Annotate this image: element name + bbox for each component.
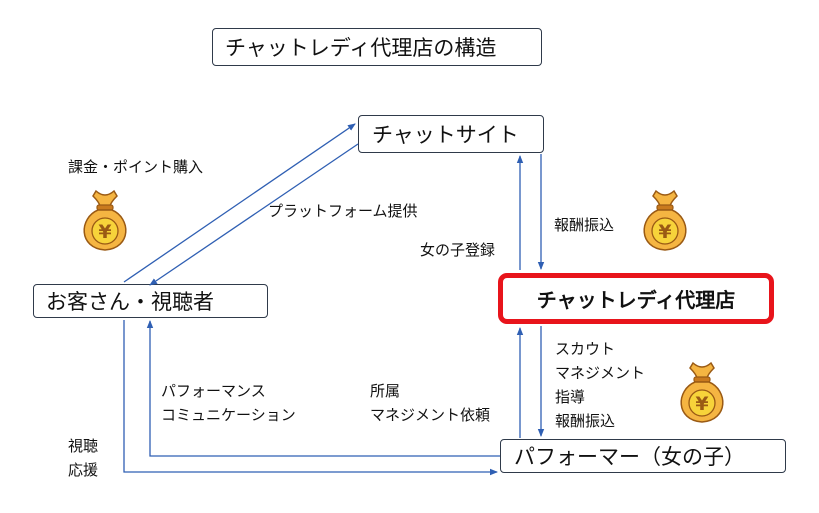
label-performance-line: パフォーマンス (161, 382, 266, 400)
node-chat-site-label: チャットサイト (372, 123, 519, 147)
label-viewing: 視聴 応援 (68, 434, 98, 482)
label-affiliation-line: 所属 (370, 382, 401, 400)
label-agency-services: スカウト マネジメント 指導 報酬振込 (555, 337, 645, 433)
yen-symbol: ¥ (98, 221, 111, 243)
label-performance: パフォーマンス コミュニケーション (161, 379, 296, 427)
arrow-performer-to-customer (146, 320, 500, 457)
label-reward-site: 報酬振込 (554, 216, 615, 234)
node-chat-site: チャットサイト (358, 115, 544, 153)
arrow-customer-to-performer (123, 320, 498, 476)
label-agency-services-line: スカウト (555, 340, 616, 358)
label-affiliation-line: マネジメント依頼 (370, 406, 491, 424)
label-performance-line: コミュニケーション (161, 406, 296, 424)
node-performer-label: パフォーマー（女の子） (514, 445, 745, 469)
yen-symbol: ¥ (695, 393, 708, 415)
node-customer: お客さん・視聴者 (33, 284, 268, 318)
node-agency: チャットレディ代理店 (498, 273, 774, 324)
money-bag-icon: ¥ (83, 189, 127, 251)
money-bag-icon: ¥ (680, 361, 724, 423)
node-performer: パフォーマー（女の子） (500, 439, 786, 473)
node-agency-label: チャットレディ代理店 (536, 288, 736, 312)
diagram-title-text: チャットレディ代理店の構造 (225, 36, 497, 60)
label-viewing-line: 視聴 (68, 437, 99, 455)
label-affiliation: 所属 マネジメント依頼 (370, 379, 490, 427)
yen-symbol: ¥ (658, 221, 671, 243)
label-viewing-line: 応援 (68, 461, 99, 479)
label-agency-services-line: マネジメント (555, 364, 646, 382)
label-agency-services-line: 指導 (555, 388, 586, 406)
arrow-site-to-customer (149, 143, 359, 286)
node-customer-label: お客さん・視聴者 (46, 290, 214, 314)
label-agency-services-line: 報酬振込 (555, 412, 616, 430)
label-register: 女の子登録 (420, 241, 496, 259)
diagram-title: チャットレディ代理店の構造 (212, 28, 542, 66)
money-bag-icon: ¥ (643, 189, 687, 251)
arrow-customer-to-site (123, 123, 356, 283)
label-billing: 課金・ポイント購入 (68, 158, 204, 176)
label-platform: プラットフォーム提供 (268, 202, 418, 220)
